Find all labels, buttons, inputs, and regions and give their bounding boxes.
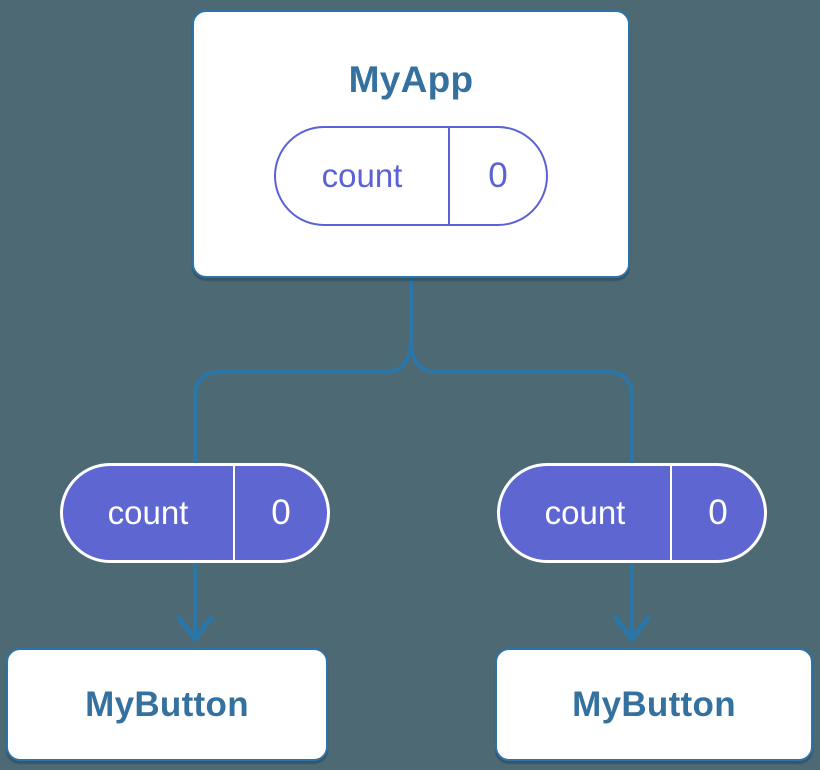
node-mybutton-left-label: MyButton <box>85 684 249 724</box>
state-pill-name: count <box>321 156 403 194</box>
node-mybutton-left: MyButton <box>6 648 328 761</box>
state-pill-value: 0 <box>488 155 508 195</box>
node-myapp-label: MyApp <box>348 59 474 100</box>
arrow-down-right-icon <box>613 615 651 642</box>
prop-pill-name: count <box>107 494 189 531</box>
node-myapp: MyApp count 0 <box>192 10 630 278</box>
prop-pill-divider <box>233 466 235 560</box>
prop-pill-value: 0 <box>708 493 728 532</box>
state-pill-divider <box>448 127 450 224</box>
arrow-down-left-icon <box>176 615 214 642</box>
prop-pill-divider <box>670 466 672 560</box>
node-mybutton-right: MyButton <box>495 648 813 761</box>
node-mybutton-right-label: MyButton <box>572 684 736 724</box>
prop-pill-left: count 0 <box>60 463 330 563</box>
state-pill-myapp: count 0 <box>274 125 548 226</box>
branch-right-line <box>409 277 634 636</box>
branch-left-line <box>193 277 413 636</box>
prop-pill-name: count <box>544 494 626 531</box>
prop-pill-value: 0 <box>271 493 291 532</box>
prop-pill-right: count 0 <box>497 463 767 563</box>
